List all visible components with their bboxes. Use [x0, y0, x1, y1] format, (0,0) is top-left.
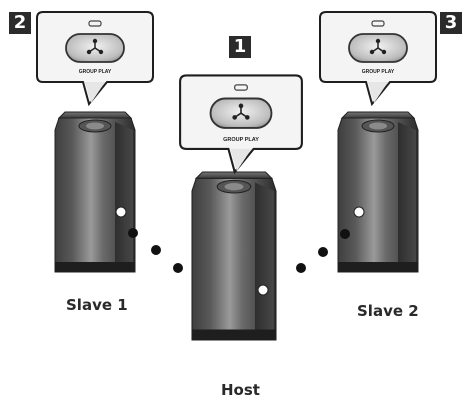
- badge-host: 1: [229, 36, 251, 58]
- status-dot-host: [257, 284, 269, 296]
- badge-slave1: 2: [9, 12, 31, 34]
- label-slave1: Slave 1: [66, 296, 128, 314]
- callout-text-slave2: GROUP PLAY: [362, 69, 395, 75]
- status-dot-slave1: [115, 206, 127, 218]
- label-slave2: Slave 2: [357, 302, 419, 320]
- speaker-slave2: [337, 111, 419, 273]
- callout-text-host: GROUP PLAY: [223, 137, 259, 143]
- label-host: Host: [221, 381, 260, 399]
- callout-slave1: [36, 11, 154, 105]
- speaker-slave1: [54, 111, 136, 273]
- speaker-host: [191, 171, 277, 341]
- connection-dots-right: [296, 229, 350, 273]
- badge-slave2: 3: [440, 12, 462, 34]
- connection-dots-left: [128, 228, 183, 273]
- callout-slave2: [319, 11, 437, 105]
- callout-text-slave1: GROUP PLAY: [79, 69, 112, 75]
- callout-host: [179, 74, 303, 174]
- status-dot-slave2: [353, 206, 365, 218]
